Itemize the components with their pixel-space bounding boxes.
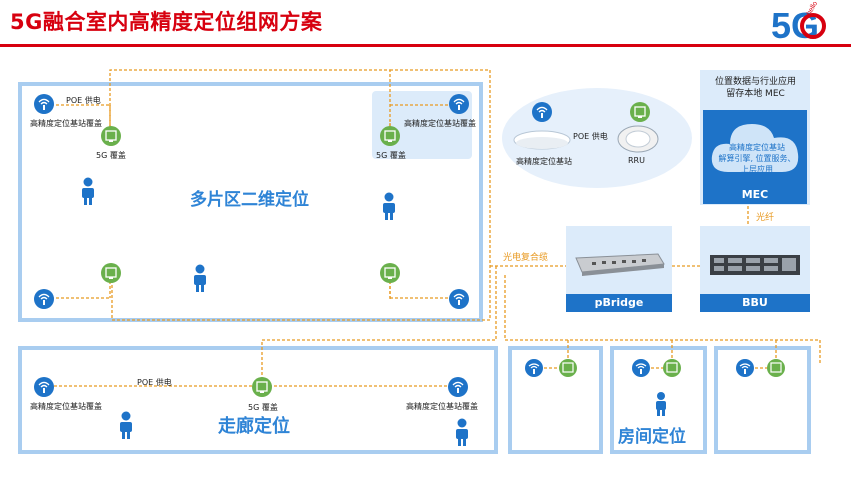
- wifi-station-icon: [34, 289, 54, 309]
- detail-poe-label: POE 供电: [573, 132, 608, 141]
- 5g-cell-icon: [630, 102, 650, 122]
- 5g-coverage-label: 5G 覆盖: [96, 151, 126, 160]
- station-coverage-label: 高精度定位基站覆盖: [30, 119, 102, 128]
- room-zone-3: [714, 346, 811, 454]
- person-icon: [456, 418, 468, 446]
- 5g-cell-icon: [559, 359, 577, 377]
- wifi-station-icon: [34, 94, 54, 114]
- person-icon: [383, 192, 395, 220]
- 5g-coverage-label: 5G 覆盖: [376, 151, 406, 160]
- detail-station-label: 高精度定位基站: [516, 157, 572, 166]
- person-icon: [82, 177, 94, 205]
- mec-description: 位置数据与行业应用 留存本地 MEC: [714, 77, 796, 99]
- 5g-cell-icon: [663, 359, 681, 377]
- rru-device-icon: [617, 125, 659, 153]
- wifi-station-icon: [449, 94, 469, 114]
- room-zone-1: [508, 346, 603, 454]
- 5g-coverage-label: 5G 覆盖: [248, 403, 278, 412]
- poe-label: POE 供电: [137, 378, 172, 387]
- 5g-cell-icon: [767, 359, 785, 377]
- wifi-station-icon: [525, 359, 543, 377]
- rru-label: RRU: [628, 156, 645, 165]
- corridor-zone: [18, 346, 498, 454]
- person-icon: [656, 392, 666, 416]
- wifi-station-icon: [448, 377, 468, 397]
- cloud-icon: [711, 124, 799, 172]
- bbu-label: BBU: [700, 294, 810, 312]
- wifi-station-icon: [632, 359, 650, 377]
- 5g-cell-icon: [380, 126, 400, 146]
- hybrid-cable-label: 光电复合缆: [503, 253, 549, 263]
- station-coverage-label: 高精度定位基站覆盖: [30, 402, 102, 411]
- pbridge-label: pBridge: [566, 294, 672, 312]
- cloud-text: 高精度定位基站 解算引擎, 位置服务、 上层应用: [718, 143, 796, 174]
- zone-title-room: 房间定位: [618, 427, 686, 447]
- person-icon: [120, 411, 132, 439]
- zone-title-multi: 多片区二维定位: [190, 190, 309, 210]
- station-coverage-label: 高精度定位基站覆盖: [404, 119, 476, 128]
- pbridge-device-icon: [575, 253, 665, 276]
- station-coverage-label: 高精度定位基站覆盖: [406, 402, 478, 411]
- title-divider: [0, 44, 851, 47]
- 5g-cell-icon: [101, 263, 121, 283]
- wifi-station-icon: [736, 359, 754, 377]
- fiber-label: 光纤: [756, 213, 775, 223]
- station-device-icon: [513, 130, 571, 150]
- svg-text:5G: 5G: [771, 5, 819, 44]
- poe-label: POE 供电: [66, 96, 101, 105]
- page-title: 5G融合室内高精度定位组网方案: [10, 10, 323, 34]
- bbu-device-icon: [710, 255, 800, 275]
- zone-title-corridor: 走廊定位: [218, 416, 290, 437]
- wifi-station-icon: [34, 377, 54, 397]
- 5g-logo: 5G hello: [769, 0, 829, 46]
- wifi-station-icon: [532, 102, 552, 122]
- 5g-cell-icon: [252, 377, 272, 397]
- 5g-cell-icon: [380, 263, 400, 283]
- wifi-station-icon: [449, 289, 469, 309]
- person-icon: [194, 264, 206, 292]
- mec-label: MEC: [703, 186, 807, 204]
- 5g-cell-icon: [101, 126, 121, 146]
- room-zone-2: [610, 346, 707, 454]
